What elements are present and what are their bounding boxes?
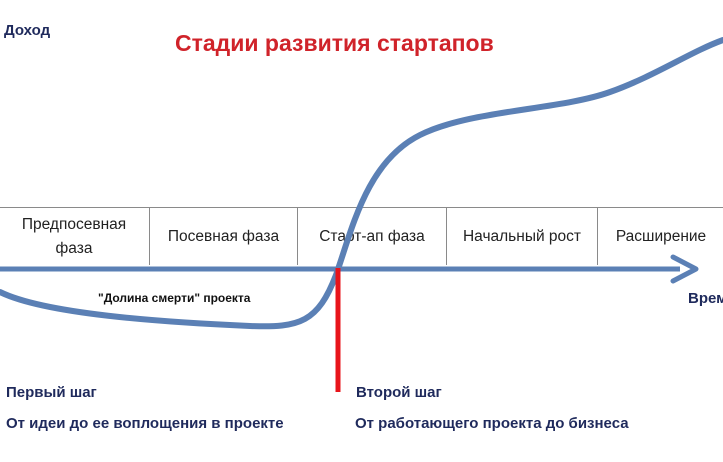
step2-title: Второй шаг bbox=[356, 384, 442, 401]
step1-title: Первый шаг bbox=[6, 384, 97, 401]
phase-early-growth: Начальный рост bbox=[447, 208, 598, 265]
phase-seed: Посевная фаза bbox=[150, 208, 298, 265]
y-axis-label: Доход bbox=[4, 22, 51, 39]
phase-preseed: Предпосевная фаза bbox=[0, 208, 150, 265]
step1-description: От идеи до ее воплощения в проекте bbox=[6, 415, 284, 432]
time-axis-arrowhead bbox=[670, 254, 699, 284]
valley-of-death-label: "Долина смерти" проекта bbox=[98, 291, 251, 305]
diagram-title: Стадии развития стартапов bbox=[175, 30, 494, 56]
step2-description: От работающего проекта до бизнеса bbox=[355, 415, 629, 432]
revenue-curve bbox=[0, 37, 723, 330]
x-axis-label: Врем bbox=[688, 290, 723, 307]
phase-table: Предпосевная фаза Посевная фаза Старт-ап… bbox=[0, 207, 723, 265]
phase-expansion: Расширение bbox=[615, 227, 707, 245]
